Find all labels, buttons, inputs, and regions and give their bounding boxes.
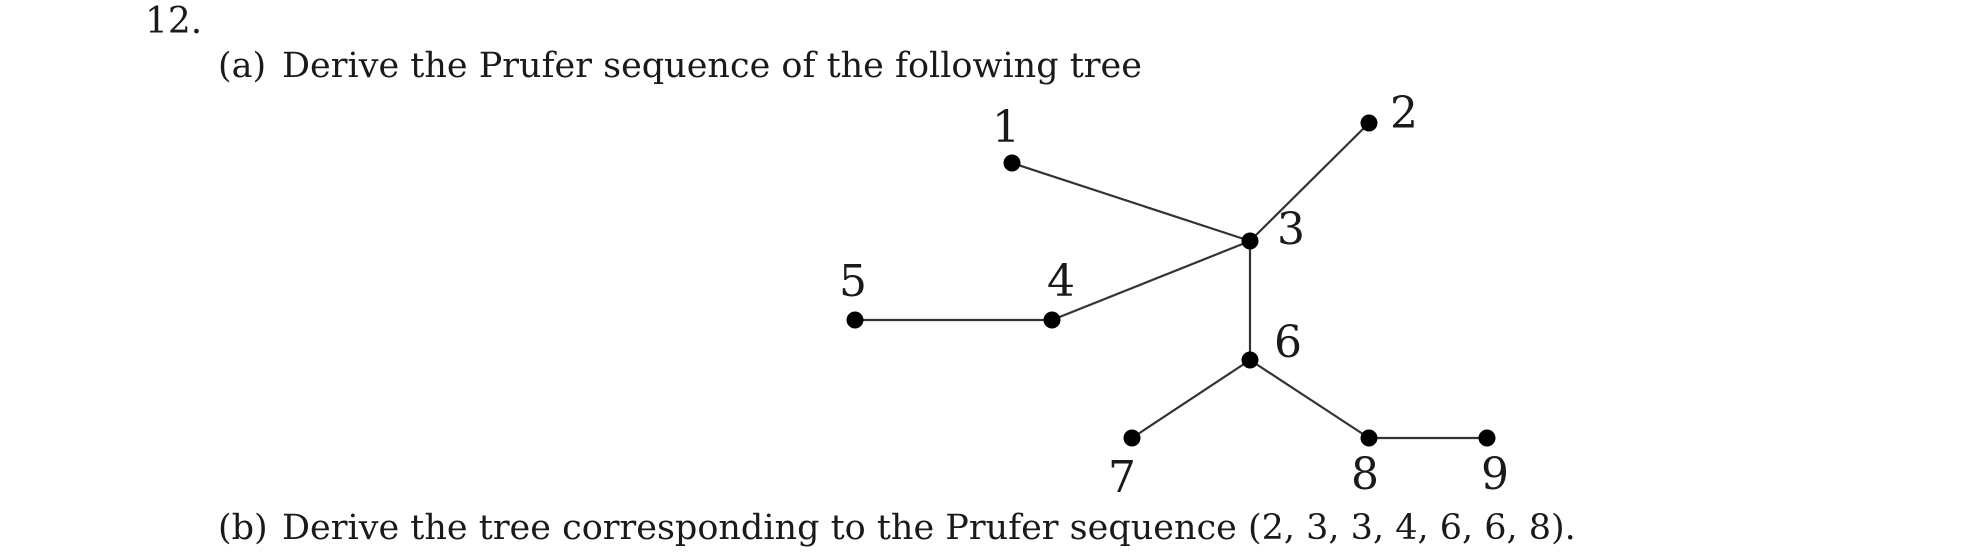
- tree-node-3: [1241, 232, 1259, 250]
- tree-node-label-7: 7: [1108, 452, 1136, 500]
- tree-node-label-5: 5: [839, 256, 867, 307]
- tree-edge-3-4: [1051, 239, 1251, 322]
- tree-node-label-4: 4: [1047, 256, 1075, 307]
- tree-node-2: [1360, 114, 1378, 132]
- tree-node-6: [1241, 351, 1259, 369]
- tree-node-5: [846, 311, 864, 329]
- tree-edge-2-3: [1249, 122, 1370, 242]
- part-a-text: Derive the Prufer sequence of the follow…: [282, 46, 1142, 86]
- tree-node-7: [1123, 429, 1141, 447]
- part-b: (b) Derive the tree corresponding to the …: [218, 506, 1576, 550]
- tree-nodes: [846, 114, 1496, 447]
- part-b-label: (b): [218, 508, 268, 548]
- tree-diagram: 1 2 3 4 5 6 7 8 9: [839, 88, 1509, 500]
- tree-node-4: [1043, 311, 1061, 329]
- tree-node-label-3: 3: [1277, 204, 1305, 255]
- tree-node-1: [1003, 154, 1021, 172]
- tree-node-label-2: 2: [1390, 88, 1418, 139]
- part-a: (a) Derive the Prufer sequence of the fol…: [218, 44, 1142, 88]
- tree-node-label-8: 8: [1351, 449, 1379, 500]
- tree-edge-1-3: [1011, 161, 1251, 243]
- tree-node-9: [1478, 429, 1496, 447]
- tree-node-label-1: 1: [992, 102, 1020, 153]
- tree-node-label-9: 9: [1481, 449, 1509, 500]
- tree-node-label-6: 6: [1274, 317, 1302, 368]
- part-a-label: (a): [218, 46, 267, 86]
- problem-number: 12.: [145, 1, 203, 42]
- tree-node-8: [1360, 429, 1378, 447]
- tree-node-labels: 1 2 3 4 5 6 7 8 9: [839, 88, 1509, 500]
- tree-edges: [855, 122, 1487, 440]
- tree-edge-6-8: [1249, 359, 1370, 439]
- prufer-sequence: (2, 3, 3, 4, 6, 6, 8).: [1247, 508, 1576, 548]
- tree-edge-6-7: [1131, 359, 1251, 439]
- part-b-text: Derive the tree corresponding to the Pru…: [282, 508, 1237, 548]
